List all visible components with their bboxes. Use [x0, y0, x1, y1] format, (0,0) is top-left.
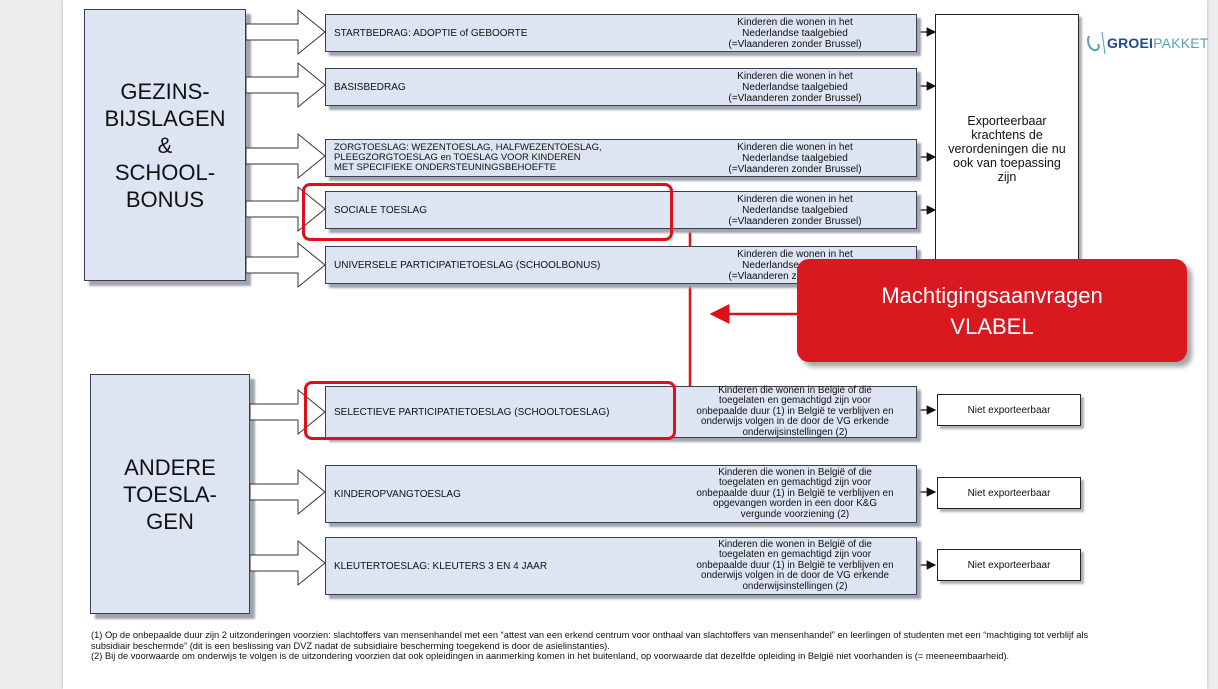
row-kleutertoeslag: KLEUTERTOESLAG: KLEUTERS 3 EN 4 JAAR Kin…	[325, 537, 917, 595]
block-arrow	[249, 468, 326, 516]
row-selectieve-participatietoeslag: SELECTIEVE PARTICIPATIETOESLAG (SCHOOLTO…	[325, 384, 917, 438]
row-kinderopvangtoeslag: KINDEROPVANGTOESLAG Kinderen die wonen i…	[325, 465, 917, 523]
row-zorgtoeslag: ZORGTOESLAG: WEZENTOESLAG, HALFWEZENTOES…	[325, 139, 917, 177]
row-sociale-toeslag: SOCIALE TOESLAG Kinderen die wonen in he…	[325, 191, 917, 229]
row-label: UNIVERSELE PARTICIPATIETOESLAG (SCHOOLBO…	[334, 259, 601, 271]
row-condition: Kinderen die wonen in het Nederlandse ta…	[728, 70, 862, 104]
footnote-1: (1) Op de onbepaalde duur zijn 2 uitzond…	[91, 630, 1089, 651]
block-arrow	[245, 61, 326, 109]
row-condition: Kinderen die wonen in het Nederlandse ta…	[728, 16, 862, 50]
block-arrow	[245, 8, 326, 56]
row-label: KINDEROPVANGTOESLAG	[334, 488, 461, 500]
row-startbedrag: STARTBEDRAG: ADOPTIE of GEBOORTE Kindere…	[325, 14, 917, 52]
groeipakket-logo-icon	[1087, 31, 1106, 55]
not-exportable-box: Niet exporteerbaar	[937, 549, 1081, 581]
footnotes: (1) Op de onbepaalde duur zijn 2 uitzond…	[91, 630, 1091, 662]
bracket-connector	[676, 208, 692, 410]
row-condition: Kinderen die wonen in België of die toeg…	[696, 538, 894, 592]
exportable-box: Exporteerbaar krachtens de verordeningen…	[935, 14, 1079, 284]
group-gezinsbijslagen: GEZINS- BIJSLAGEN & SCHOOL- BONUS	[84, 9, 246, 281]
callout-line2: VLABEL	[950, 313, 1034, 339]
row-label: ZORGTOESLAG: WEZENTOESLAG, HALFWEZENTOES…	[334, 142, 602, 173]
row-label: KLEUTERTOESLAG: KLEUTERS 3 EN 4 JAAR	[334, 560, 548, 572]
not-exportable-box: Niet exporteerbaar	[937, 477, 1081, 509]
row-condition: Kinderen die wonen in België of die toeg…	[696, 466, 894, 520]
row-condition: Kinderen die wonen in het Nederlandse ta…	[728, 141, 862, 175]
row-condition: Kinderen die wonen in België of die toeg…	[696, 384, 894, 438]
block-arrow	[245, 241, 326, 289]
highlight-selectieve-participatietoeslag	[304, 381, 676, 440]
row-label: SELECTIEVE PARTICIPATIETOESLAG (SCHOOLTO…	[334, 406, 610, 418]
row-condition: Kinderen die wonen in het Nederlandse ta…	[728, 193, 862, 227]
row-label: STARTBEDRAG: ADOPTIE of GEBOORTE	[334, 27, 528, 39]
row-label: BASISBEDRAG	[334, 81, 406, 93]
row-basisbedrag: BASISBEDRAG Kinderen die wonen in het Ne…	[325, 68, 917, 106]
callout-vlabel: Machtigingsaanvragen VLABEL	[797, 259, 1187, 362]
block-arrow	[245, 185, 326, 233]
footnote-2: (2) Bij de voorwaarde om onderwijs te vo…	[91, 651, 1010, 661]
callout-line1: Machtigingsaanvragen	[881, 282, 1103, 308]
highlight-sociale-toeslag	[302, 183, 673, 241]
not-exportable-box: Niet exporteerbaar	[937, 394, 1081, 426]
logo-text-pakket: PAKKET	[1153, 35, 1209, 51]
logo-text-groei: GROEI	[1107, 35, 1154, 51]
block-arrow	[249, 539, 326, 587]
row-label: SOCIALE TOESLAG	[334, 204, 428, 216]
block-arrow	[245, 132, 326, 180]
